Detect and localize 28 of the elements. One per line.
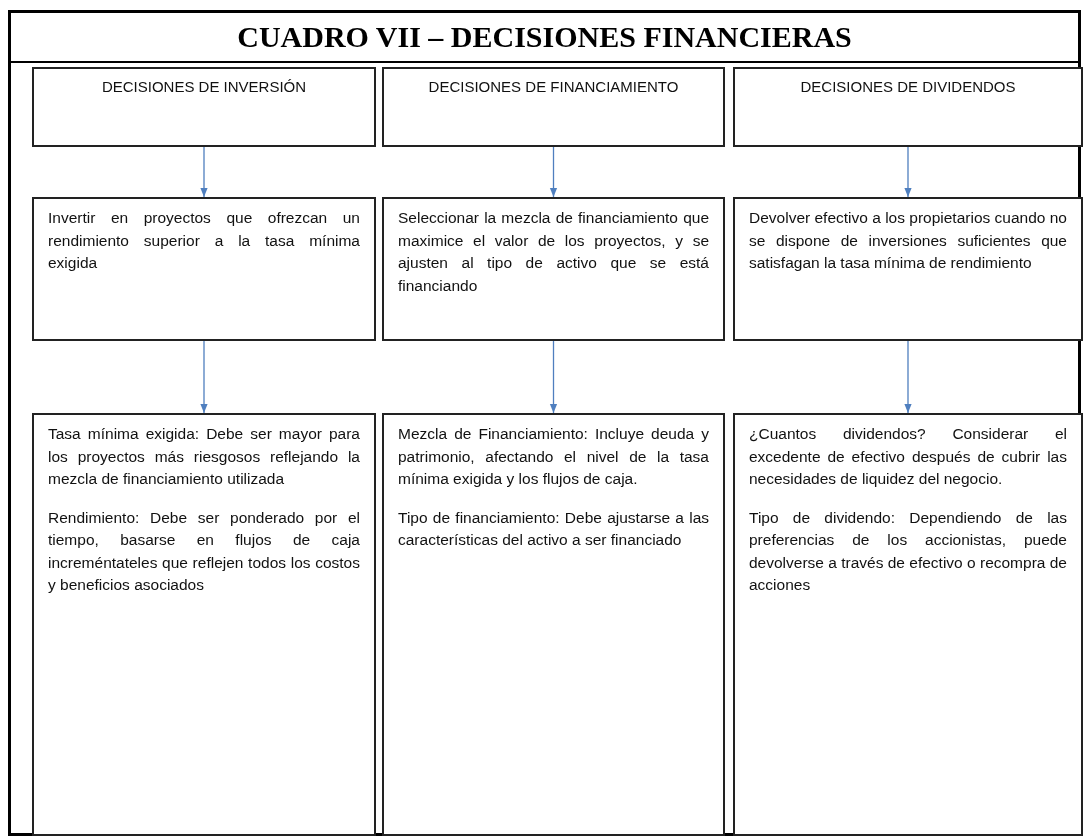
arrow	[904, 146, 912, 198]
arrow	[200, 146, 208, 198]
paragraph: Tipo de dividendo: Dependiendo de las preferencias de los accionistas, puede devolverse a través de efectivo o recompra de acciones	[749, 507, 1067, 595]
paragraph: Invertir en proyectos que ofrezcan un rendimiento superior a la tasa mínima exigida	[48, 208, 360, 273]
text-box	[382, 197, 725, 341]
paragraph: ¿Cuantos dividendos? Considerar el excedente de efectivo después de cubrir las necesidades de liquidez del negocio.	[749, 424, 1067, 489]
heading-text: DECISIONES DE FINANCIAMIENTO	[427, 77, 680, 97]
paragraph: Rendimiento: Debe ser ponderado por el tiempo, basarse en flujos de caja increméntateles que reflejen todos los costos y beneficios asociados	[48, 507, 360, 595]
heading-box	[733, 67, 1083, 147]
paragraph: Seleccionar la mezcla de financiamiento que maximice el valor de los proyectos, y se ajusten al tipo de activo que se está financiando	[398, 208, 709, 296]
paragraph: Devolver efectivo a los propietarios cuando no se dispone de inversiones suficientes que satisfagan la tasa mínima de rendimiento	[749, 208, 1067, 273]
arrow	[200, 340, 208, 414]
heading-box	[32, 67, 376, 147]
arrow	[904, 340, 912, 414]
paragraph: Tasa mínima exigida: Debe ser mayor para los proyectos más riesgosos reflejando la mezcla de financiamiento utilizada	[48, 424, 360, 489]
text-box	[382, 413, 725, 836]
heading-text: DECISIONES DE INVERSIÓN	[100, 77, 308, 97]
arrow	[549, 146, 558, 198]
arrow	[549, 340, 558, 414]
paragraph: Tipo de financiamiento: Debe ajustarse a las características del activo a ser financiado	[398, 507, 709, 550]
text-box	[32, 197, 376, 341]
text-box	[733, 197, 1083, 341]
text-box	[32, 413, 376, 836]
paragraph: Mezcla de Financiamiento: Incluye deuda y patrimonio, afectando el nivel de la tasa mínima exigida y los flujos de caja.	[398, 424, 709, 489]
title: CUADRO VII – DECISIONES FINANCIERAS	[237, 20, 852, 54]
text-box	[733, 413, 1083, 836]
heading-box	[382, 67, 725, 147]
heading-text: DECISIONES DE DIVIDENDOS	[799, 77, 1017, 97]
